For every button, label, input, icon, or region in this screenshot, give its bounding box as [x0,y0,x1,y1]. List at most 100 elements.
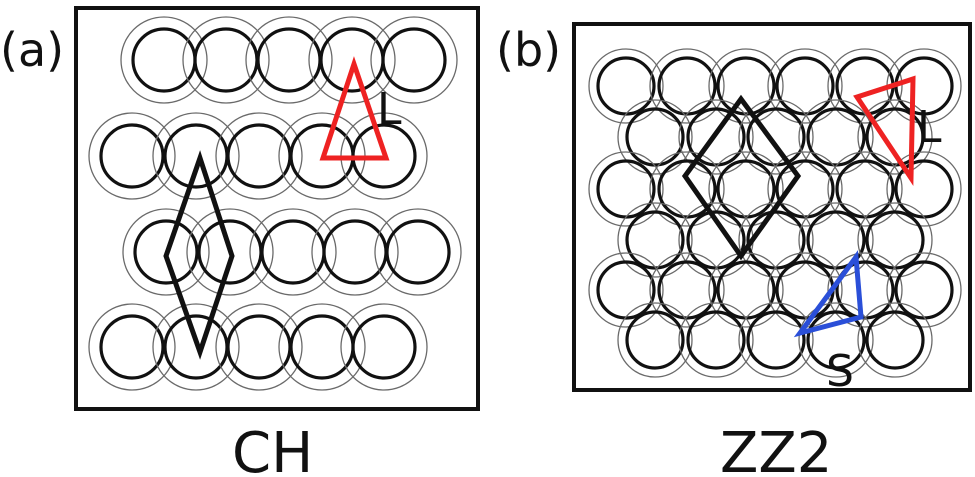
panel-b-ring-outer [857,302,933,378]
panel-b-tag: (b) [496,23,561,77]
panel-b-ring-outer [708,252,784,328]
panel-a-ring-outer [152,303,240,391]
panel-a-ring-outer [186,208,274,296]
panel-b-ring-outer [708,48,784,124]
panel-b-ring-inner [716,260,776,320]
panel-b-ring-inner [657,56,717,116]
panel-a-ring-outer [88,112,176,200]
panel-b-ring-outer [738,302,814,378]
panel-a-ring-inner [256,27,322,93]
panel-b-ring-outer [857,99,933,175]
panel-a-ring-outer [245,16,333,104]
panel-b-ring-inner [596,159,656,219]
panel-b-ring-outer [886,151,962,227]
panel-b-name: ZZ2 [720,421,832,477]
panel-a-ring-outer [120,16,208,104]
panel-b-ring-inner [625,210,685,270]
panel-b-ring-inner [894,260,954,320]
panel-b-ring-inner [716,159,776,219]
panel-b-ring-inner [775,159,835,219]
panel-b-ring-outer [649,252,725,328]
panel-b-ring-lattice [588,48,962,378]
panel-b-ring-inner [596,260,656,320]
panel-b-motif-s-triangle [793,250,864,338]
panel-a-ring-outer [215,112,303,200]
panel-a-ring-inner [99,123,165,189]
panel-a-tag: (a) [0,23,64,77]
panel-a-frame [74,6,480,411]
panel-b-ring-outer [827,48,903,124]
panel-b-ring-inner [775,260,835,320]
panel-a-ring-outer [308,16,396,104]
panel-b-ring-inner [686,310,746,370]
panel-b-motif-l-triangle [853,75,916,187]
panel-b-ring-outer [798,302,874,378]
panel-a-ring-inner [385,219,451,285]
panel-b-ring-outer [678,302,754,378]
panel-b-unit-cell-diamond [681,94,802,261]
panel-a-ring-outer [374,208,462,296]
panel-a-ring-inner [226,314,292,380]
panel-a-ring-outer [340,303,428,391]
panel-a-ring-inner [351,314,417,380]
panel-b-ring-inner [865,210,925,270]
panel-b-ring-outer [827,151,903,227]
panel-b-ring-outer [649,151,725,227]
panel-a-ring-inner [133,219,199,285]
panel-a-unit-cell-diamond [163,150,235,360]
panel-a-ring-lattice [88,16,462,391]
panel-a-ring-outer [182,16,270,104]
panel-a-ring-inner [99,314,165,380]
panel-b-ring-outer [767,48,843,124]
panel-a: (a) L CH [0,6,480,477]
panel-b-ring-inner [596,56,656,116]
panel-b-ring-inner [835,159,895,219]
panel-a-ring-outer [215,303,303,391]
panel-a-ring-inner [289,314,355,380]
panel-b: (b) L S ZZ2 [496,22,972,477]
panel-a-ring-outer [152,112,240,200]
panel-b-motif-s-label: S [826,346,854,397]
panel-a-ring-inner [131,27,197,93]
panel-b-ring-outer [798,202,874,278]
panel-b-ring-outer [857,202,933,278]
panel-b-ring-inner [657,260,717,320]
panel-b-ring-outer [588,151,664,227]
panel-b-ring-outer [617,99,693,175]
panel-a-ring-outer [370,16,458,104]
panel-b-ring-outer [617,202,693,278]
panel-b-ring-outer [588,48,664,124]
panel-b-ring-outer [708,151,784,227]
panel-a-ring-inner [226,123,292,189]
panel-a-ring-inner [163,123,229,189]
panel-b-ring-inner [806,107,866,167]
panel-a-motif-l-label: L [377,84,402,135]
panel-a-ring-inner [319,27,385,93]
panel-a-ring-inner [260,219,326,285]
panel-b-ring-outer [649,48,725,124]
panel-b-motif-l-label: L [917,102,942,153]
panel-a-ring-outer [311,208,399,296]
panel-a-ring-outer [278,303,366,391]
panel-b-ring-inner [806,310,866,370]
panel-b-ring-outer [827,252,903,328]
panel-a-ring-inner [322,219,388,285]
panel-b-ring-outer [798,99,874,175]
panel-a-ring-inner [381,27,447,93]
panel-b-ring-outer [738,99,814,175]
panel-a-name: CH [232,421,313,477]
panel-a-motif-l-triangle [319,56,390,161]
panel-a-ring-outer [88,303,176,391]
panel-b-ring-outer [588,252,664,328]
panel-b-ring-inner [775,56,835,116]
panel-a-ring-inner [193,27,259,93]
panel-a-ring-outer [249,208,337,296]
panel-b-frame [572,22,972,392]
panel-b-ring-outer [678,99,754,175]
panel-b-ring-inner [625,310,685,370]
panel-b-ring-inner [746,210,806,270]
panel-b-ring-outer [767,151,843,227]
panel-b-ring-inner [746,310,806,370]
panel-b-ring-inner [716,56,776,116]
